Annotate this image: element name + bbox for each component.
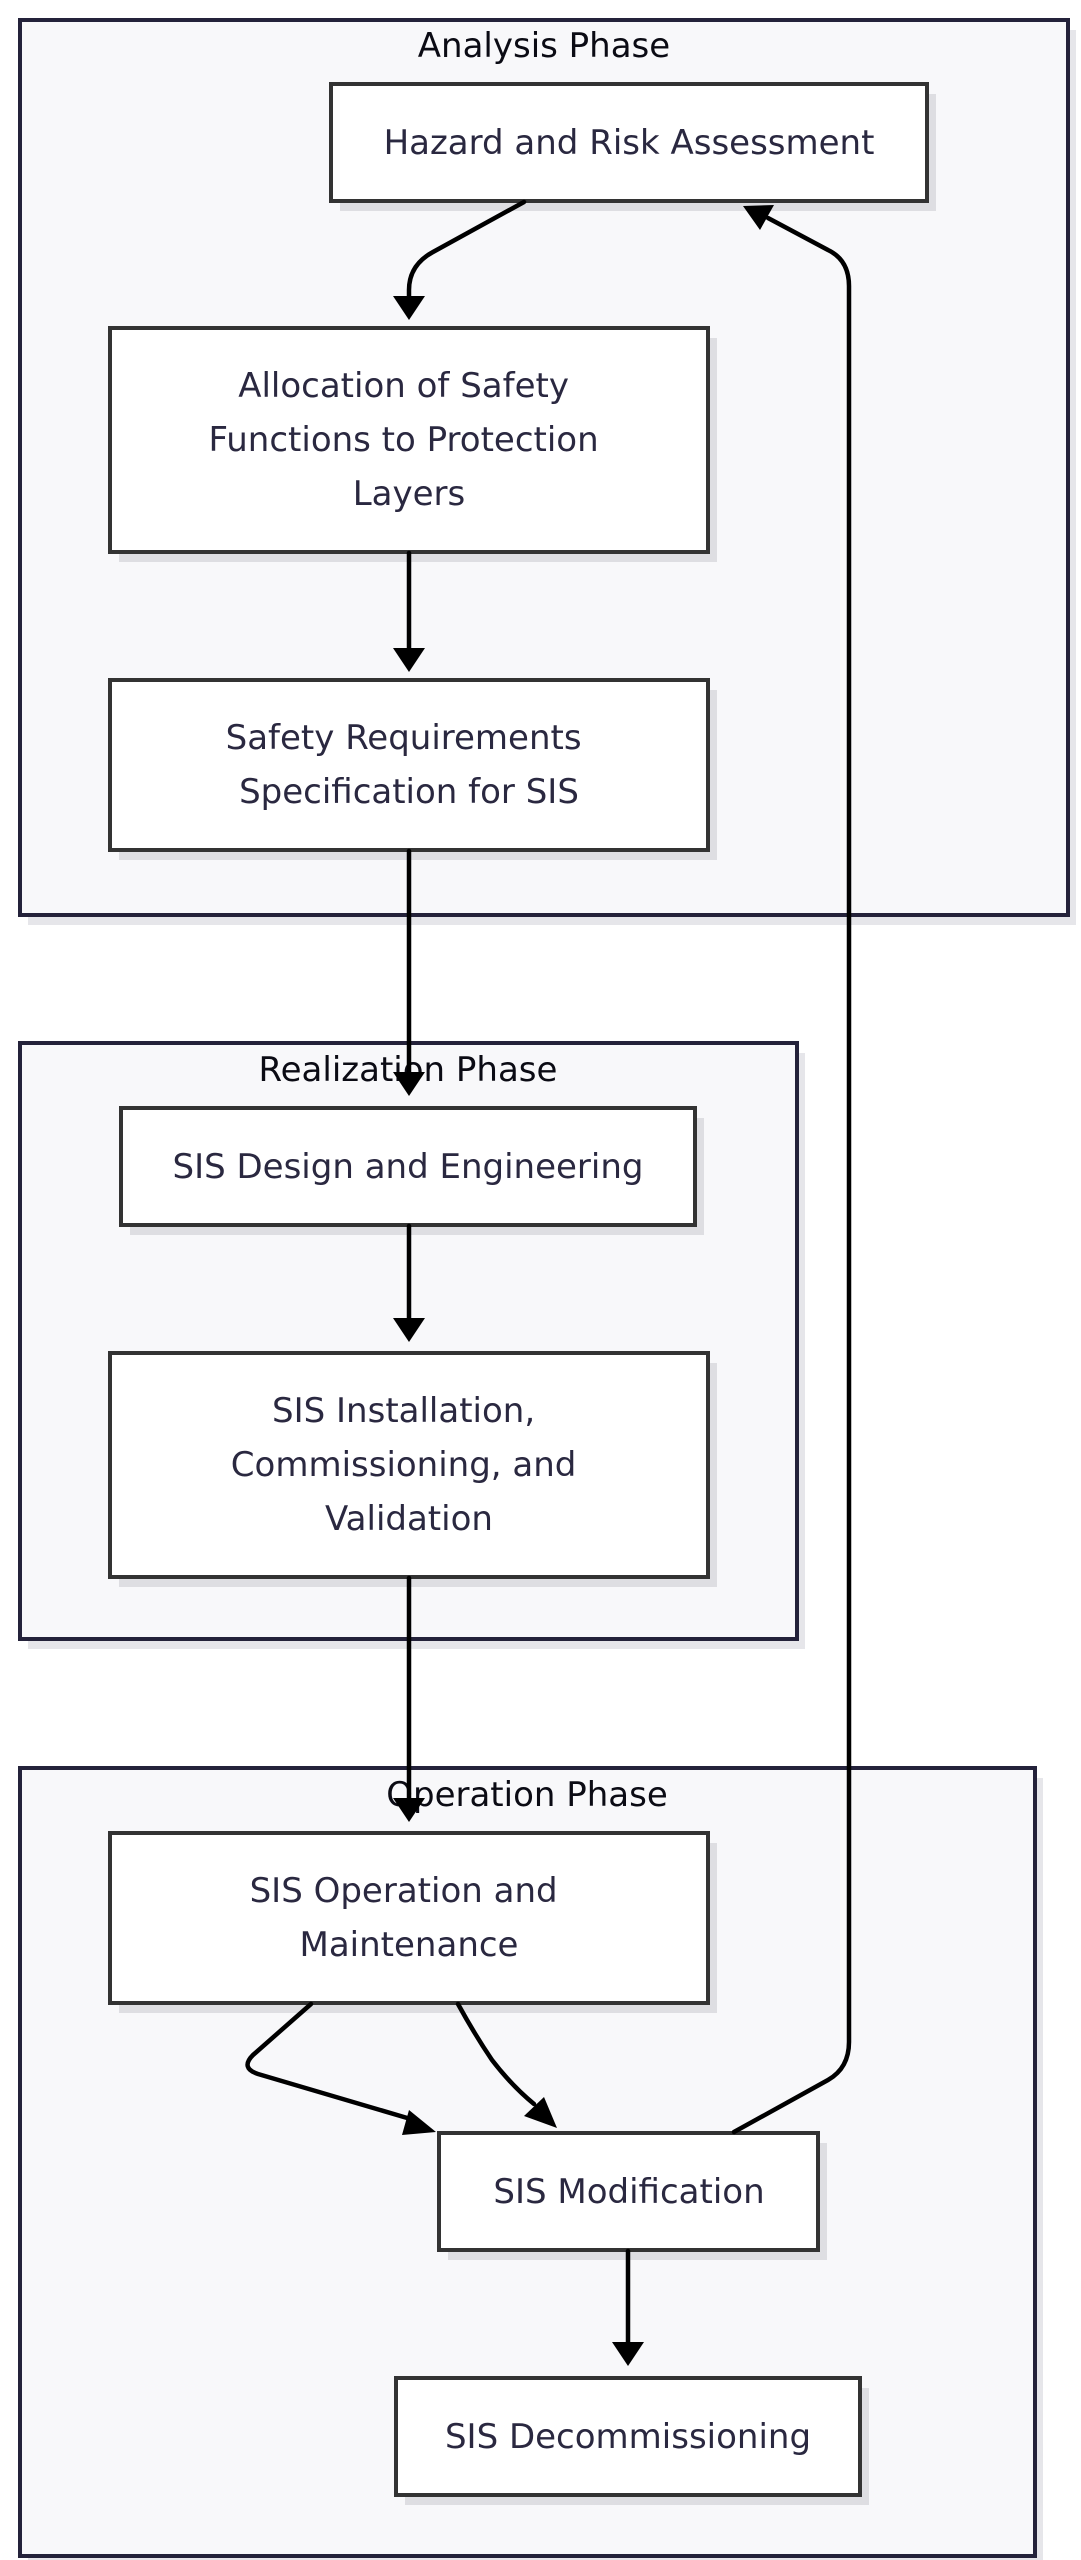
arrow-head-modification-left — [402, 2110, 436, 2135]
node-srs-line-2: Specification for SIS — [239, 772, 579, 812]
node-operation-line-1: SIS Operation and — [250, 1871, 558, 1911]
arrow-head-decommission — [612, 2342, 644, 2366]
node-design-label: SIS Design and Engineering — [173, 1147, 644, 1187]
node-allocation-line-3: Layers — [353, 474, 466, 514]
cluster-operation-title: Operation Phase — [386, 1775, 668, 1815]
node-srs-label: Safety Requirements Specification for SI… — [226, 718, 593, 812]
arrow-head-operation — [393, 1798, 425, 1822]
node-hazard-label: Hazard and Risk Assessment — [384, 123, 875, 163]
edge-design-to-install — [393, 1223, 425, 1342]
node-operation-line-2: Maintenance — [300, 1925, 519, 1965]
node-install-line-1: SIS Installation, — [272, 1391, 535, 1431]
node-hazard-risk-assessment: Hazard and Risk Assessment — [329, 82, 936, 211]
node-allocation-line-1: Allocation of Safety — [238, 366, 569, 406]
node-allocation-box — [108, 326, 710, 554]
arrow-head-install — [393, 1318, 425, 1342]
node-srs-line-1: Safety Requirements — [226, 718, 582, 758]
arrow-head-design — [393, 1072, 425, 1096]
node-allocation-label: Allocation of Safety Functions to Protec… — [209, 366, 610, 514]
node-operation-label: SIS Operation and Maintenance — [250, 1871, 569, 1965]
arrow-head-hazard — [743, 205, 774, 230]
edge-allocation-to-srs — [393, 550, 425, 672]
arrow-head-modification-right — [524, 2097, 557, 2128]
node-modification-box — [437, 2131, 820, 2252]
node-design-box — [119, 1106, 697, 1227]
node-srs-box — [108, 678, 710, 852]
cluster-analysis-title: Analysis Phase — [418, 26, 670, 66]
node-install-line-2: Commissioning, and — [231, 1445, 577, 1485]
node-allocation-safety-functions: Allocation of Safety Functions to Protec… — [108, 326, 717, 562]
node-install-line-3: Validation — [325, 1499, 493, 1539]
node-sis-modification: SIS Modification — [437, 2131, 827, 2260]
node-safety-requirements-spec: Safety Requirements Specification for SI… — [108, 678, 717, 860]
edge-modification-to-decommission — [612, 2248, 644, 2366]
edge-hazard-to-allocation — [393, 199, 527, 320]
edge-operation-to-modification-right — [455, 2001, 557, 2128]
node-hazard-box — [329, 82, 929, 203]
node-decommission-label: SIS Decommissioning — [445, 2417, 811, 2457]
arrow-head-allocation — [393, 296, 425, 320]
node-allocation-line-2: Functions to Protection — [209, 420, 599, 460]
node-design-line-1: SIS Design and Engineering — [173, 1147, 644, 1187]
node-modification-label: SIS Modification — [493, 2172, 764, 2212]
node-hazard-line-1: Hazard and Risk Assessment — [384, 123, 875, 163]
edge-srs-to-design — [393, 848, 425, 1096]
edge-operation-to-modification-left — [245, 2001, 436, 2135]
arrow-head-srs — [393, 648, 425, 672]
node-operation-box — [108, 1831, 710, 2005]
node-sis-operation-maintenance: SIS Operation and Maintenance — [108, 1831, 717, 2013]
node-modification-line-1: SIS Modification — [493, 2172, 764, 2212]
edge-modification-to-hazard — [731, 205, 852, 2135]
node-install-label: SIS Installation, Commissioning, and Val… — [231, 1391, 587, 1539]
node-sis-installation: SIS Installation, Commissioning, and Val… — [108, 1351, 717, 1587]
node-decommission-line-1: SIS Decommissioning — [445, 2417, 811, 2457]
node-sis-design-engineering: SIS Design and Engineering — [119, 1106, 704, 1235]
node-decommission-box — [394, 2376, 862, 2497]
node-sis-decommissioning: SIS Decommissioning — [394, 2376, 869, 2505]
edge-install-to-operation — [393, 1575, 425, 1822]
node-install-box — [108, 1351, 710, 1579]
